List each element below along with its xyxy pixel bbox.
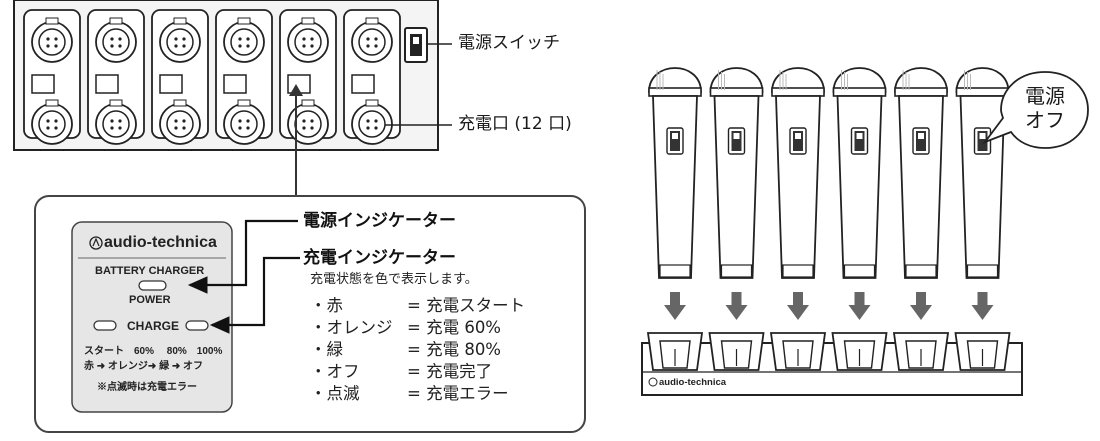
- charge-port: [31, 99, 73, 145]
- charge-indicator-label: 充電インジケーター: [303, 248, 456, 268]
- charge-bay: [215, 9, 273, 145]
- down-arrow: [787, 292, 809, 320]
- power-off-bubble-text: 電源 オフ: [1025, 84, 1065, 132]
- microphone: [709, 67, 764, 279]
- charger-top-view: [13, 0, 452, 198]
- microphone: [955, 67, 1010, 279]
- charge-port: [223, 17, 265, 63]
- legend-color-3: ・オフ: [310, 362, 360, 381]
- legend-state-4: = 充電エラー: [407, 384, 509, 403]
- charge-indicator-desc: 充電状態を色で表示します。: [310, 272, 478, 287]
- charge-port: [95, 17, 137, 63]
- charge-port: [287, 99, 329, 145]
- legend-color-4: ・点滅: [310, 384, 360, 403]
- charge-port: [31, 17, 73, 63]
- microphones: [648, 67, 1010, 279]
- charge-port: [351, 17, 393, 63]
- charge-led-left: [93, 320, 117, 331]
- down-arrow: [848, 292, 871, 320]
- charger-base: [641, 332, 1023, 396]
- panel-title: BATTERY CHARGER: [95, 265, 205, 277]
- microphone: [832, 67, 887, 279]
- charge-port: [95, 99, 137, 145]
- panel-brand: audio-technica: [104, 234, 217, 251]
- microphone: [894, 67, 948, 279]
- charge-port: [159, 17, 201, 63]
- charge-bay: [23, 9, 81, 145]
- base-cradle: [954, 332, 1011, 371]
- panel-power-label: POWER: [129, 294, 171, 306]
- legend-state-3: = 充電完了: [407, 362, 493, 381]
- charge-bay: [279, 9, 337, 145]
- front-panel: [71, 221, 233, 413]
- base-cradle: [646, 332, 704, 371]
- down-arrow: [725, 292, 748, 320]
- down-arrows: [664, 292, 994, 320]
- charge-port-label: 充電口 (12 口): [458, 114, 572, 134]
- charge-port: [159, 99, 201, 145]
- charge-bay: [151, 9, 209, 145]
- microphone: [771, 67, 825, 279]
- legend-state-0: = 充電スタート: [407, 296, 526, 315]
- microphone: [648, 67, 702, 279]
- legend-color-0: ・赤: [310, 296, 343, 315]
- down-arrow: [664, 292, 686, 320]
- charge-port: [287, 17, 329, 63]
- power-off-bubble: [982, 71, 1089, 149]
- legend-color-2: ・緑: [310, 340, 343, 359]
- base-cradles: [646, 332, 1011, 371]
- legend-color-1: ・オレンジ: [310, 318, 393, 337]
- base-cradle: [708, 332, 765, 371]
- panel-note: ※点滅時は充電エラー: [97, 382, 197, 393]
- panel-charge-label: CHARGE: [127, 319, 180, 333]
- down-arrow: [910, 292, 932, 320]
- power-indicator-label: 電源インジケーター: [303, 211, 456, 231]
- base-cradle: [769, 332, 827, 371]
- panel-percent-row: スタート 60% 80% 100%: [84, 346, 223, 357]
- legend-state-2: = 充電 80%: [407, 340, 501, 359]
- legend-state-1: = 充電 60%: [407, 318, 501, 337]
- charge-port: [351, 99, 393, 145]
- base-cradle: [892, 332, 950, 371]
- down-arrow: [971, 292, 994, 320]
- charge-port: [223, 99, 265, 145]
- base-brand: audio-technica: [659, 377, 727, 388]
- panel-color-row: 赤 ➜ オレンジ➜ 緑 ➜ オフ: [84, 361, 204, 372]
- charge-bay: [343, 9, 401, 145]
- power-led: [138, 280, 167, 291]
- charge-bays: [23, 9, 401, 145]
- indicator-detail-box: [34, 195, 586, 433]
- charge-led-right: [185, 320, 209, 331]
- charge-bay: [87, 9, 145, 145]
- base-cradle: [831, 332, 888, 371]
- power-switch-label: 電源スイッチ: [458, 33, 560, 53]
